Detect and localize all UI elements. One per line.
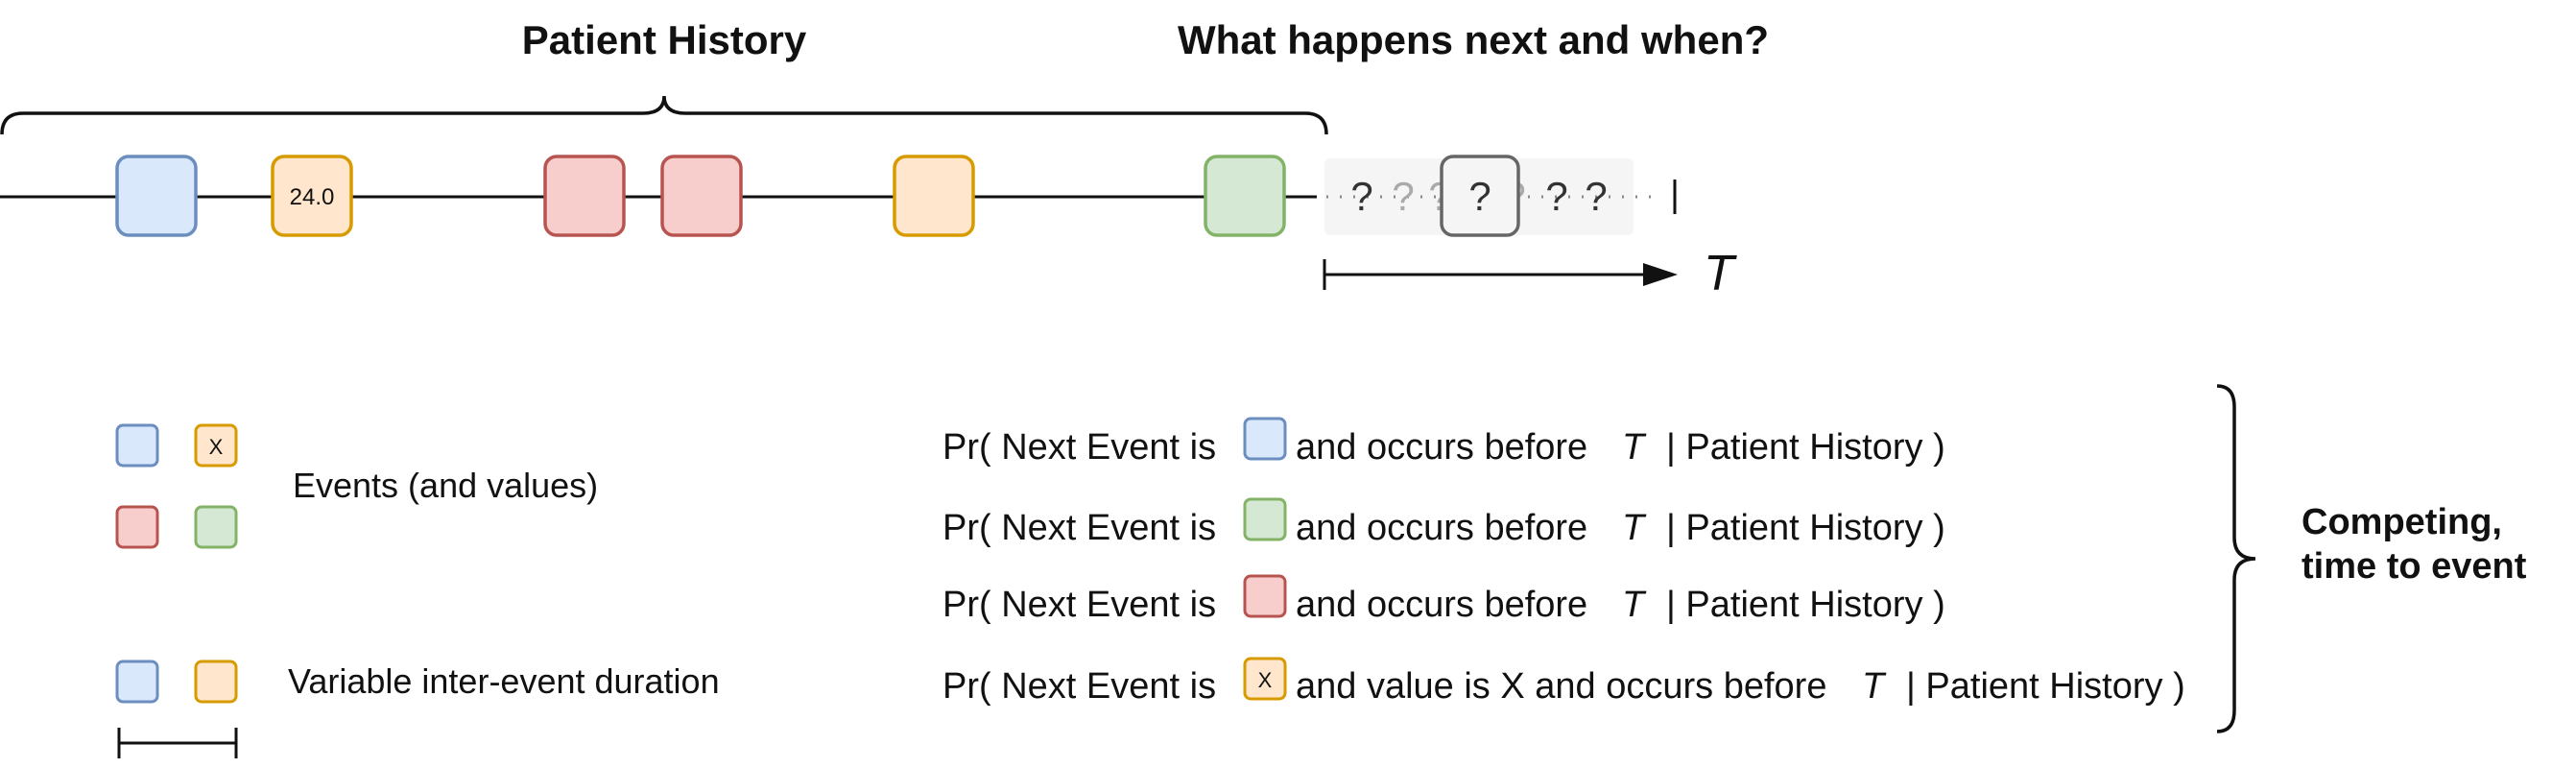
prob-prefix: Pr( Next Event is <box>942 666 1216 707</box>
prob-box-green <box>1243 497 1287 541</box>
prob-box-orange <box>1243 657 1287 701</box>
prob-t: T <box>1622 508 1647 548</box>
event-red-2 <box>660 155 743 237</box>
prob-prefix: Pr( Next Event is <box>942 585 1216 625</box>
prob-box-red <box>1243 574 1287 618</box>
prob-t: T <box>1622 585 1647 625</box>
event-green <box>1204 155 1286 237</box>
what-happens-next-title: What happens next and when? <box>1178 17 1769 62</box>
probability-row-blue: Pr( Next Event is and occurs before T | … <box>942 417 1945 468</box>
prob-box-value: X <box>1258 668 1273 692</box>
prob-suffix: and occurs before <box>1296 508 1587 548</box>
legend-duration-blue <box>115 660 159 704</box>
question-mark: ? <box>1392 174 1414 219</box>
legend-blue <box>115 423 159 468</box>
question-mark: ? <box>1350 174 1372 219</box>
horizon-label: T <box>1704 246 1737 301</box>
probability-row-orange: Pr( Next Event is X and value is X and o… <box>942 657 2185 707</box>
event-value: 24.0 <box>290 184 335 210</box>
prob-given: | Patient History ) <box>1666 585 1945 625</box>
legend-events-label: Events (and values) <box>293 466 598 505</box>
summary-brace <box>2216 384 2256 733</box>
prob-given: | Patient History ) <box>1906 666 2185 707</box>
question-mark: ? <box>1585 174 1607 219</box>
event-blue <box>115 155 198 237</box>
question-mark: ? <box>1468 174 1491 219</box>
horizon-arrow-head <box>1643 263 1678 286</box>
prob-suffix: and occurs before <box>1296 585 1587 625</box>
prob-suffix: and occurs before <box>1296 427 1587 468</box>
event-orange <box>893 155 975 237</box>
next-event-unknown <box>1440 155 1520 237</box>
legend-value-x: X <box>209 435 224 459</box>
legend-duration-label: Variable inter-event duration <box>288 661 720 701</box>
prob-t: T <box>1622 427 1647 468</box>
legend-duration-orange <box>194 660 238 704</box>
probability-row-green: Pr( Next Event is and occurs before T | … <box>942 497 1945 548</box>
prob-t: T <box>1862 666 1887 707</box>
event-red-1 <box>543 155 626 237</box>
legend-green <box>194 505 238 549</box>
event-orange-valued <box>271 155 353 237</box>
prob-prefix: Pr( Next Event is <box>942 427 1216 468</box>
prob-given: | Patient History ) <box>1666 427 1945 468</box>
prob-suffix: and value is X and occurs before <box>1296 666 1826 707</box>
patient-history-title: Patient History <box>522 17 807 62</box>
legend-orange-valued <box>194 423 238 468</box>
summary-line-2: time to event <box>2302 546 2527 587</box>
prob-given: | Patient History ) <box>1666 508 1945 548</box>
history-brace <box>0 95 1328 135</box>
prob-box-blue <box>1243 417 1287 461</box>
prob-prefix: Pr( Next Event is <box>942 508 1216 548</box>
legend-red <box>115 505 159 549</box>
question-mark: ? <box>1545 174 1567 219</box>
probability-row-red: Pr( Next Event is and occurs before T | … <box>942 574 1945 625</box>
summary-line-1: Competing, <box>2302 502 2502 542</box>
